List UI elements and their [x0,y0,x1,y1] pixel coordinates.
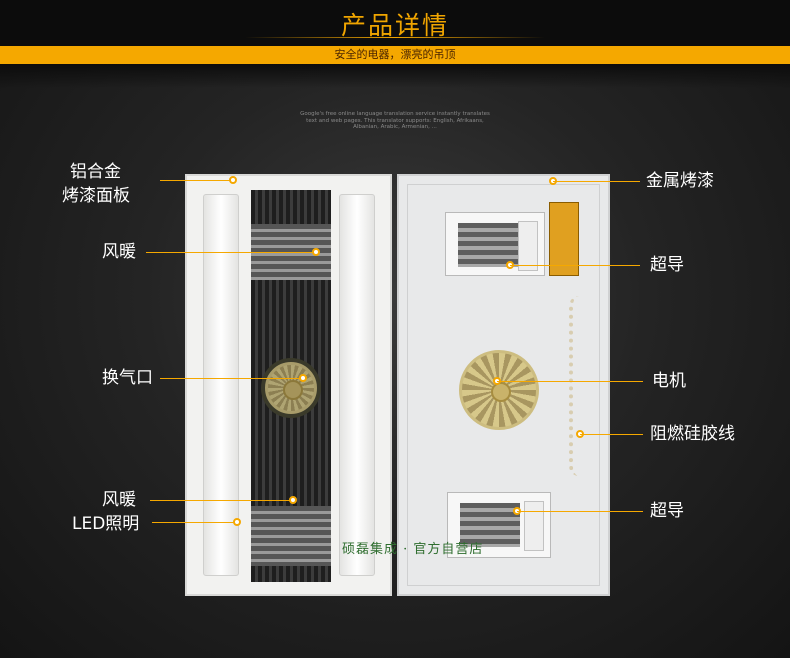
callout-heater-bottom: 风暖 [102,490,136,510]
silicone-cable [569,296,591,476]
superconductor-unit-top [445,212,545,276]
leader-line-heater-bottom [150,500,293,501]
callout-aluminum-panel-line1: 铝合金 [70,162,121,182]
marker-heater-bottom [289,496,297,504]
heater-element-bottom [251,506,331,566]
callout-metal-paint: 金属烤漆 [646,171,714,191]
leader-line-vent [160,378,303,379]
back-panel [397,174,610,596]
subtitle-band: 安全的电器，漂亮的吊顶 [0,46,790,64]
callout-superconductor-top: 超导 [650,255,684,275]
page-title: 产品详情 [340,11,449,40]
superconductor-unit-bottom [447,492,551,558]
callout-led: LED照明 [72,514,140,534]
translator-note: Google's free online language translatio… [300,111,490,130]
marker-aluminum-panel [229,176,237,184]
vent-opening [261,358,321,418]
band-shadow [0,64,790,88]
led-lamp-left [203,194,239,576]
leader-line-flame-retardant-cable [580,434,643,435]
led-lamp-right [339,194,375,576]
front-panel [185,174,392,596]
marker-vent [299,374,307,382]
leader-line-heater-top [146,252,316,253]
callout-superconductor-bottom: 超导 [650,501,684,521]
callout-heater-top: 风暖 [102,242,136,262]
vent-fan-icon [265,362,317,414]
product-image [185,174,610,596]
leader-line-superconductor-bottom [517,511,643,512]
leader-line-motor [497,381,643,382]
store-watermark: 硕磊集成 · 官方自营店 [342,542,484,557]
motor-fan-icon [459,350,539,430]
control-board [549,202,579,276]
leader-line-aluminum-panel [160,180,233,181]
callout-aluminum-panel-line2: 烤漆面板 [62,186,130,206]
leader-line-metal-paint [553,181,640,182]
title-underline [245,37,545,38]
marker-led [233,518,241,526]
leader-line-led [152,522,237,523]
callout-flame-retardant-cable: 阻燃硅胶线 [650,424,735,444]
callout-vent: 换气口 [102,368,153,388]
page-subtitle: 安全的电器，漂亮的吊顶 [334,48,456,61]
leader-line-superconductor-top [510,265,640,266]
header-bar: 产品详情 [0,0,790,46]
callout-motor: 电机 [652,371,686,391]
marker-heater-top [312,248,320,256]
